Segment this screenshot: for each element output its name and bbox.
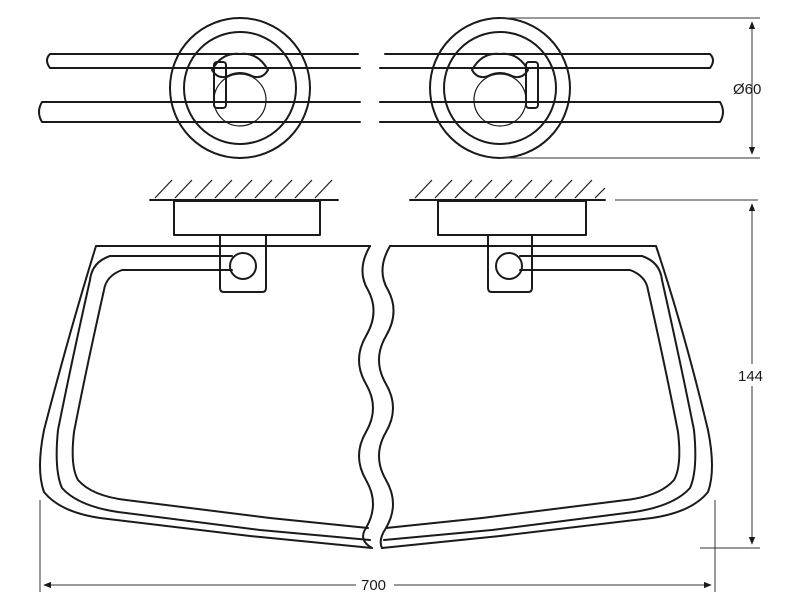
left-rail (38, 53, 361, 123)
height-label: 144 (738, 368, 763, 385)
top-view: Ø60 (38, 17, 761, 159)
diameter-dimension: Ø60 (500, 17, 761, 159)
left-wall-hatch (149, 179, 339, 201)
right-holder-rosette (429, 17, 571, 159)
left-bracket (173, 200, 321, 293)
left-glass-shelf (39, 245, 373, 549)
front-view: 144 700 (39, 179, 772, 594)
width-dimension: 700 (39, 500, 716, 594)
right-glass-shelf (381, 245, 713, 549)
left-holder-rosette (169, 17, 311, 159)
right-rail (379, 53, 724, 123)
diameter-label: Ø60 (733, 81, 761, 98)
right-bracket (437, 200, 587, 293)
height-dimension: 144 (700, 203, 772, 549)
width-label: 700 (361, 577, 386, 594)
break-lines (358, 245, 395, 549)
right-wall-hatch (409, 179, 758, 201)
